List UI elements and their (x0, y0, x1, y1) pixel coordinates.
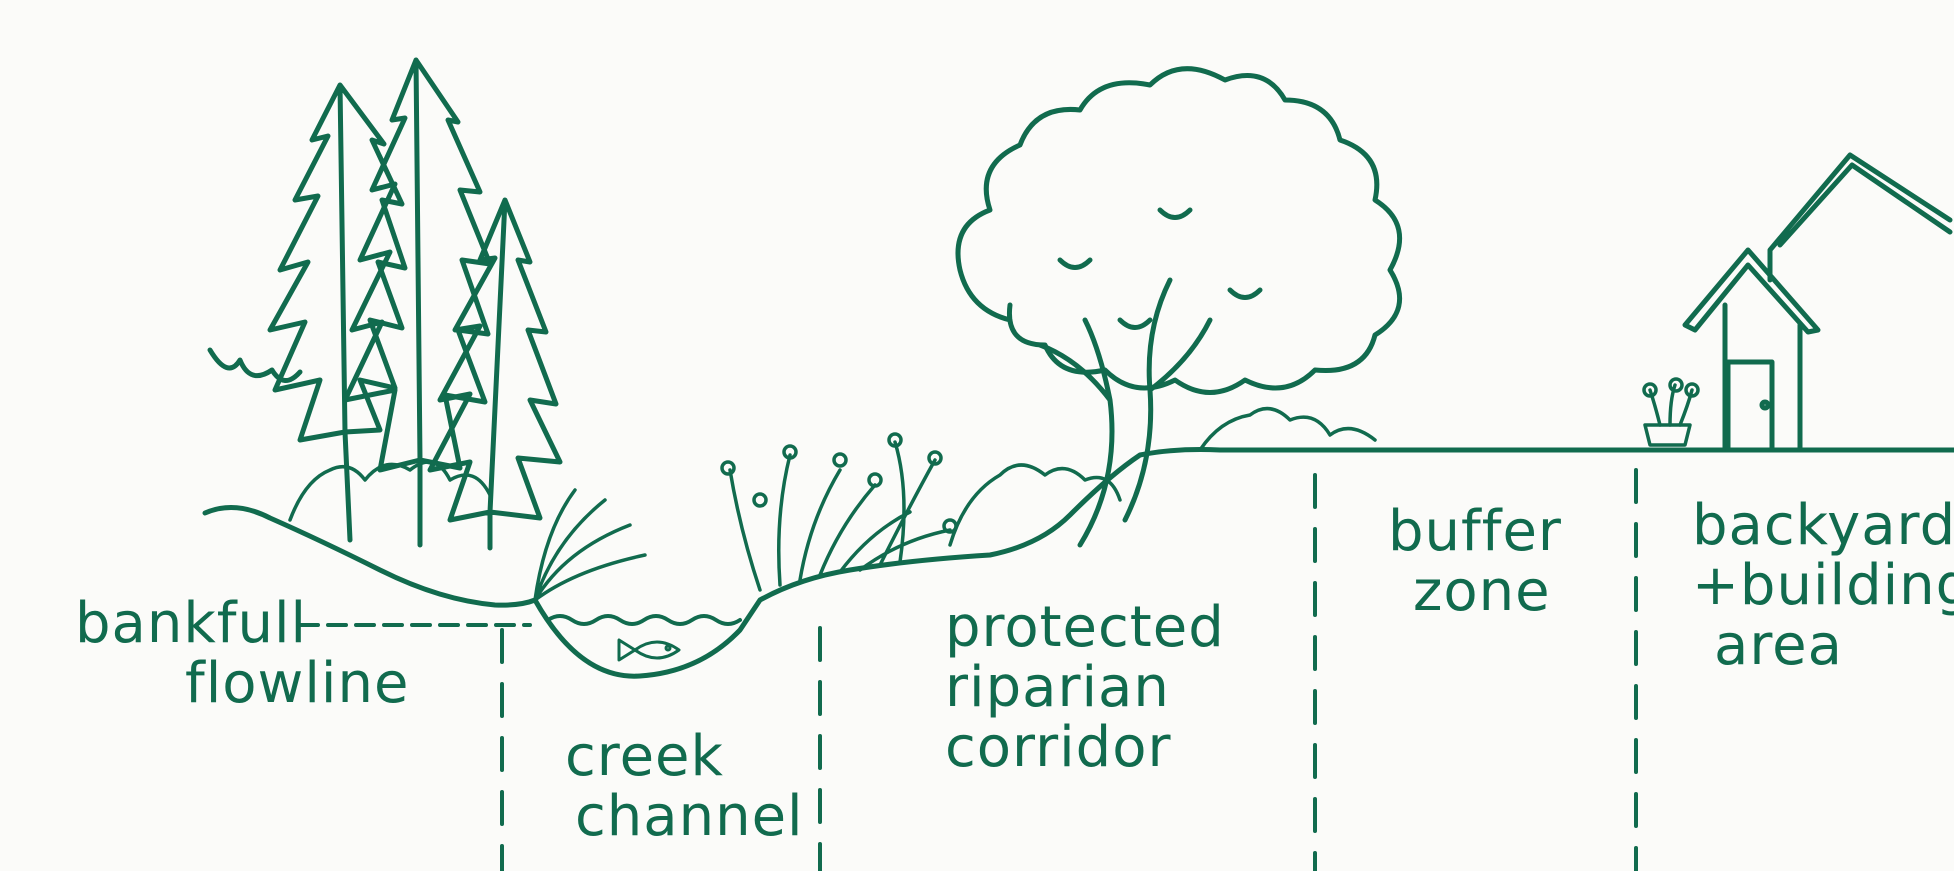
label-bankfull-line1: bankfull (75, 591, 308, 656)
label-backyard-building-area: backyard +building area (1692, 496, 1954, 676)
label-backyard-line1: backyard (1692, 493, 1954, 558)
label-riparian-line1: protected (945, 595, 1225, 660)
label-bankfull-flowline: bankfull flowline (75, 594, 409, 714)
label-creek-channel: creek channel (565, 727, 804, 847)
house-icon (1682, 152, 1953, 453)
deciduous-tree-icon (955, 66, 1403, 548)
label-protected-riparian-corridor: protected riparian corridor (945, 598, 1225, 778)
label-creek-line2: channel (575, 784, 804, 849)
label-buffer-line2: zone (1413, 559, 1551, 624)
potted-plant-icon (1642, 377, 1700, 447)
label-buffer-zone: buffer zone (1388, 502, 1562, 622)
label-riparian-line3: corridor (945, 715, 1172, 780)
conifer-tree-icon (207, 57, 563, 551)
label-backyard-line3: area (1714, 613, 1843, 678)
label-backyard-line2: +building (1692, 553, 1954, 618)
water-surface (546, 614, 742, 626)
shrub-icon (288, 406, 1377, 602)
label-creek-line1: creek (565, 724, 724, 789)
label-bankfull-line2: flowline (185, 651, 410, 716)
label-buffer-line1: buffer (1388, 499, 1562, 564)
fish-icon (617, 638, 681, 662)
label-riparian-line2: riparian (945, 655, 1170, 720)
ground-profile-line (202, 447, 1954, 679)
